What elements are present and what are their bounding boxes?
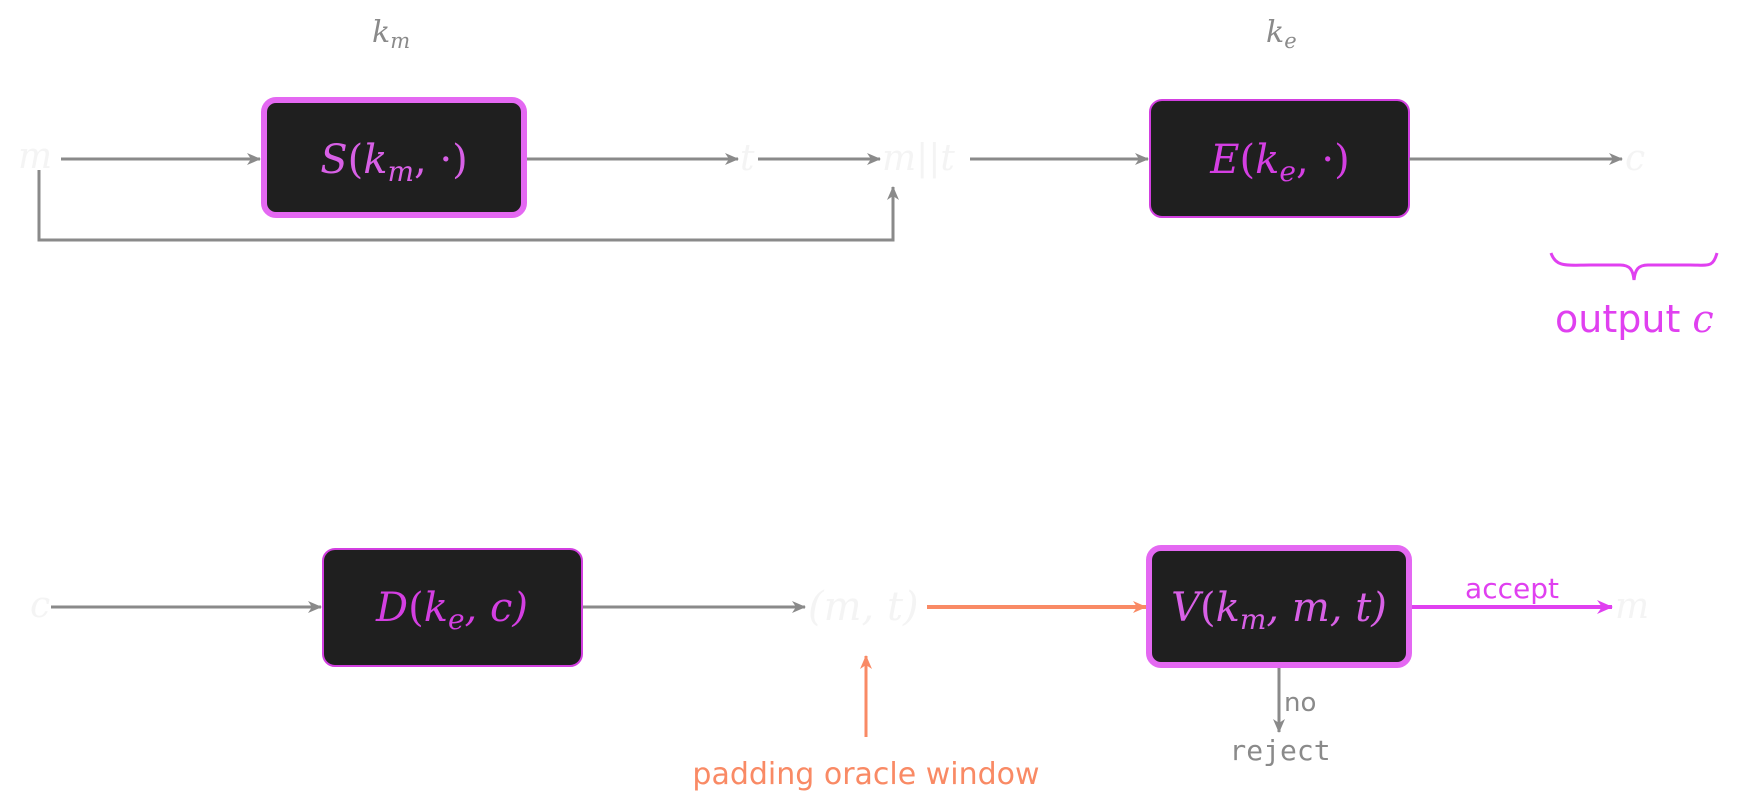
concat-label: m||t [882,138,955,179]
verify-box-label: V(km, m, t) [1171,585,1387,636]
decrypt-box-label: D(ke, c) [375,585,528,636]
decrypt-box: D(ke, c) [322,548,583,667]
cipher-output-label: c [1625,138,1645,179]
output-brace-icon [1549,252,1719,281]
message-input-label: m [18,136,52,177]
sign-box-label: S(km, ·) [320,137,468,188]
encrypt-box-label: E(ke, ·) [1209,137,1349,188]
key-enc-label: ke [1266,15,1297,53]
encrypt-box: E(ke, ·) [1149,99,1410,218]
reject-label: reject [1229,734,1330,767]
pair-label: (m, t) [808,584,919,630]
message-output-label: m [1615,586,1649,627]
oracle-window-label: padding oracle window [692,757,1039,792]
mac-then-encrypt-row: km ke m S(km, ·) t m||t E(ke, ·) c [18,15,1719,341]
tag-label: t [740,138,755,179]
accept-label: accept [1465,572,1559,605]
message-feedback-arrow [37,170,899,242]
verify-box: V(km, m, t) [1146,545,1412,668]
decrypt-then-verify-row: c D(ke, c) (m, t) padding oracle window … [30,545,1649,792]
cipher-input-label: c [30,585,50,626]
no-label: no [1284,688,1316,718]
sign-box: S(km, ·) [261,97,527,218]
key-mac-label: km [372,15,410,53]
